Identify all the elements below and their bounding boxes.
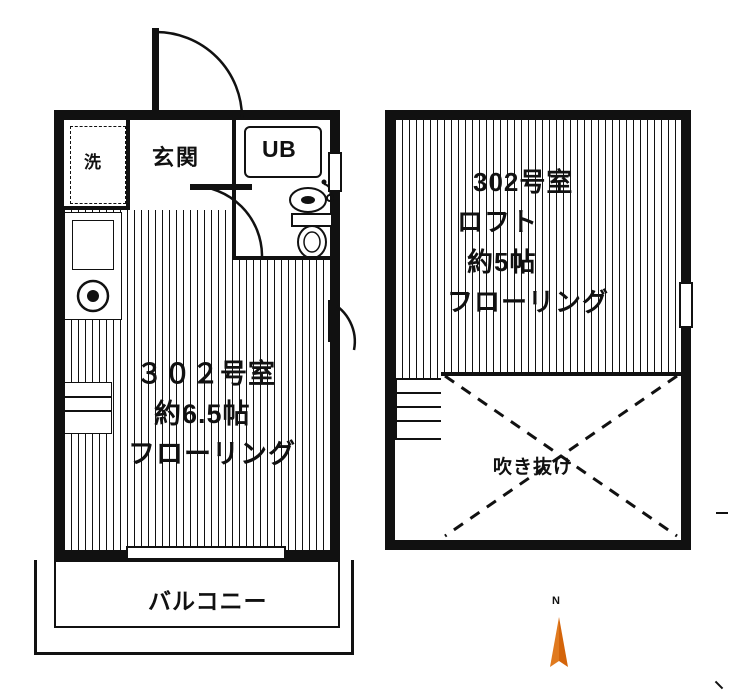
loft-window-right [679,282,693,328]
balcony: バルコニー [48,560,340,630]
stair-step-1 [395,392,463,394]
outer-frame-left [34,560,37,655]
compass-needle-icon [550,617,568,667]
wall-top-left [54,110,340,120]
loft-label-line3: 約5帖 [467,247,537,277]
window-right [328,152,342,192]
loft-wall-left [385,110,395,550]
stair-step-3 [395,420,463,422]
left-floor-plan: 洗 玄関 UB [40,28,357,560]
loft-wall-bottom [385,540,691,550]
wall-washer-divider [126,120,130,210]
bath-door-swing [190,184,264,257]
washer-label: 洗 [84,153,102,172]
corner-tick-br [714,680,724,690]
wall-entrance-bottom [64,206,128,210]
compass-north-label: N [552,595,561,607]
loft-flooring-hatch [395,120,681,380]
toilet-icon [291,213,333,259]
void-cross-hatch [444,374,678,538]
closet-line-1 [64,396,112,398]
washer-space [70,126,126,204]
sink-icon [76,279,110,313]
loft-label-line2: ロフト [457,207,539,237]
entrance-label: 玄関 [152,145,201,170]
right-floor-plan: 302号室 ロフト 約5帖 フローリング 吹き抜け [385,110,705,560]
room-label-line2: 約6.5帖 [154,399,251,429]
loft-wall-right [681,110,691,550]
stove-top [72,220,114,270]
window-bottom [126,546,286,560]
void-top-edge [441,372,681,376]
wall-right [330,110,340,560]
entrance-door-swing [152,28,244,119]
room-label-line1: ３０２号室 [136,359,276,389]
loft-label-line1: 302号室 [473,167,574,197]
balcony-outline [54,560,340,628]
compass: N [528,595,588,675]
unit-bath-label: UB [262,136,297,162]
closet-line-2 [64,410,112,412]
balcony-door-swing [328,300,357,351]
closet-box [64,382,112,434]
stair-step-2 [395,406,463,408]
balcony-label: バルコニー [148,588,268,614]
wall-ub-bottom [232,256,330,260]
unit-bath-tub [244,126,322,178]
corner-tick-r [716,512,728,514]
void-label: 吹き抜け [493,457,574,478]
outer-frame-bottom [34,652,354,655]
room-label-line3: フローリング [128,439,296,469]
loft-wall-top [385,110,691,120]
outer-frame-right [351,560,354,655]
loft-label-line4: フローリング [447,287,610,317]
wall-left [54,110,64,560]
